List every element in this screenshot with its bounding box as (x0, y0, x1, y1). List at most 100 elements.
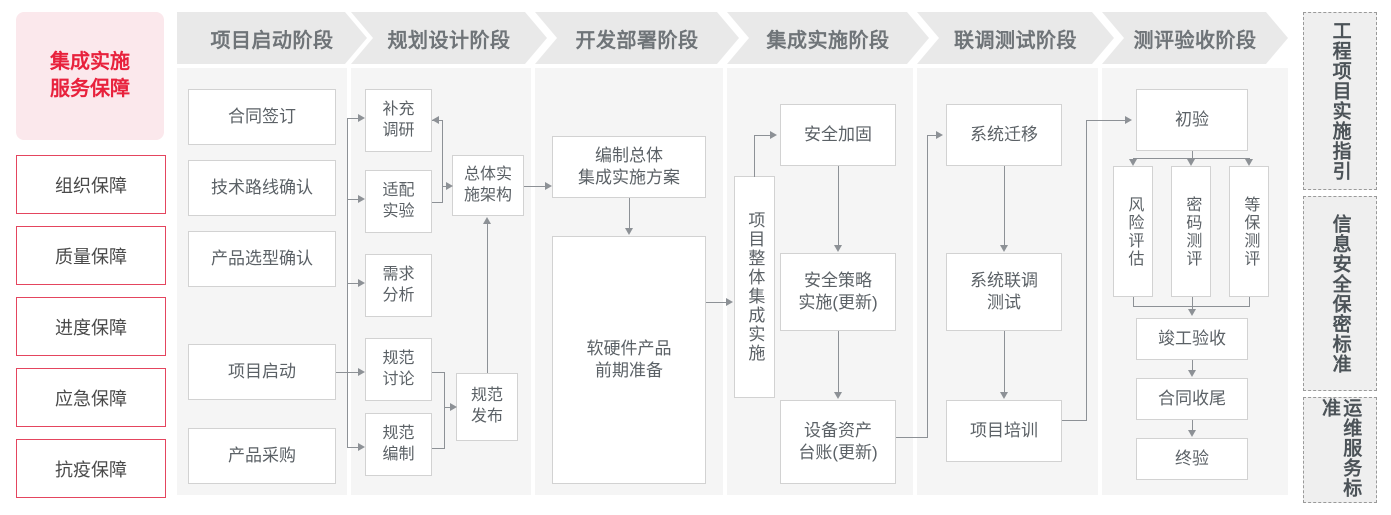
arrow-down-to-contract-closeout (1188, 370, 1196, 377)
arrow-to-security-hardening (770, 131, 777, 139)
phase-title: 集成实施阶段 (766, 29, 890, 52)
arrow-up-to-overall-architecture (483, 217, 491, 224)
connector-test-to-training (1004, 331, 1006, 393)
node-label: 编制总体集成实施方案 (578, 145, 680, 187)
node-label: 项目整体集成实施 (745, 211, 765, 363)
node-product-procurement[interactable]: 产品采购 (188, 428, 336, 484)
connector-integration-up (754, 135, 756, 177)
sidebar-item-label: 应急保障 (55, 388, 127, 409)
node-label: 软硬件产品前期准备 (586, 338, 672, 380)
phase-header-6[interactable]: 测评验收阶段 (1102, 12, 1288, 64)
node-equipment-asset-ledger-update[interactable]: 设备资产台账(更新) (780, 400, 896, 484)
node-label: 规范编制 (382, 424, 415, 463)
connector-crypto-down (1192, 297, 1194, 309)
node-contract-closeout[interactable]: 合同收尾 (1136, 378, 1248, 420)
standard-box-infosec-confidentiality[interactable]: 信息安全保密标准 (1303, 196, 1377, 391)
node-completion-acceptance[interactable]: 竣工验收 (1136, 318, 1248, 360)
arrow-to-spec-drafting (358, 443, 365, 451)
node-draft-overall-integration-plan[interactable]: 编制总体集成实施方案 (552, 136, 706, 198)
node-requirement-analysis[interactable]: 需求分析 (365, 254, 432, 317)
arrow-down-to-completion-acceptance (1188, 309, 1196, 316)
phase-header-5[interactable]: 联调测试阶段 (917, 12, 1114, 64)
node-security-policy-update[interactable]: 安全策略实施(更新) (780, 253, 896, 331)
node-label: 安全加固 (804, 124, 872, 144)
arrow-to-spec-release (450, 403, 457, 411)
node-label: 技术路线确认 (211, 177, 313, 197)
node-label: 密码测评 (1183, 195, 1201, 268)
node-project-kickoff[interactable]: 项目启动 (188, 344, 336, 400)
sidebar-item-emergency[interactable]: 应急保障 (16, 368, 166, 427)
node-crypto-evaluation[interactable]: 密码测评 (1171, 166, 1211, 297)
standard-box-engineering-guideline[interactable]: 工程项目实施指引 (1303, 12, 1377, 190)
node-product-selection-confirm[interactable]: 产品选型确认 (188, 231, 336, 287)
connector-to-system-migration (927, 135, 936, 137)
node-spec-discussion[interactable]: 规范讨论 (365, 338, 432, 401)
phase-header-3[interactable]: 开发部署阶段 (535, 12, 739, 64)
connector-trunk-branch-4 (347, 372, 358, 374)
connector-merge-vertical-2 (444, 372, 446, 449)
connector-completion-to-closeout (1192, 360, 1194, 371)
node-mlps-evaluation[interactable]: 等保测评 (1229, 166, 1269, 297)
connector-ledger-right (896, 437, 928, 439)
phase-header-1[interactable]: 项目启动阶段 (177, 12, 367, 64)
arrow-down-to-training (1000, 392, 1008, 399)
arrow-down-to-risk-assessment (1129, 159, 1137, 166)
node-label: 终验 (1175, 448, 1209, 468)
node-hw-sw-product-preparation[interactable]: 软硬件产品前期准备 (552, 236, 706, 484)
node-overall-project-integration[interactable]: 项目整体集成实施 (734, 176, 775, 398)
node-contract-signing[interactable]: 合同签订 (188, 89, 336, 145)
phase-title: 规划设计阶段 (387, 29, 511, 52)
sidebar-item-schedule[interactable]: 进度保障 (16, 297, 166, 356)
connector-fanout-bus (1133, 158, 1250, 160)
node-security-hardening[interactable]: 安全加固 (780, 104, 896, 166)
node-label: 系统联调测试 (970, 270, 1038, 312)
connector-migration-to-test (1004, 166, 1006, 246)
arrow-to-overall-integration (726, 298, 733, 306)
node-preliminary-acceptance[interactable]: 初验 (1136, 89, 1248, 151)
arrow-down-to-asset-ledger (834, 392, 842, 399)
connector-hardening-to-policy (838, 166, 840, 246)
node-adaptation-experiment[interactable]: 适配实验 (365, 170, 432, 233)
sidebar-item-label: 质量保障 (55, 246, 127, 267)
node-label: 等保测评 (1241, 195, 1259, 268)
node-supplementary-research[interactable]: 补充调研 (365, 89, 432, 152)
node-spec-drafting[interactable]: 规范编制 (365, 413, 432, 476)
node-label: 合同收尾 (1158, 388, 1226, 408)
connector-training-up (1086, 120, 1088, 421)
sidebar-item-label: 抗疫保障 (55, 459, 127, 480)
node-final-acceptance[interactable]: 终验 (1136, 438, 1248, 480)
sidebar-item-quality[interactable]: 质量保障 (16, 226, 166, 285)
standard-box-ops-service[interactable]: 运维服务标准 (1303, 397, 1377, 503)
sidebar-item-label: 进度保障 (55, 317, 127, 338)
connector-training-right (1062, 420, 1087, 422)
connector-kickoff-to-trunk (336, 372, 348, 374)
node-spec-release[interactable]: 规范发布 (456, 373, 518, 441)
arrow-down-to-preparation (625, 228, 633, 235)
node-label: 需求分析 (382, 265, 415, 304)
connector-integration-to-hardening (754, 135, 770, 137)
node-label: 规范讨论 (382, 349, 415, 388)
node-system-migration[interactable]: 系统迁移 (946, 104, 1062, 166)
connector-merge-to-release (444, 407, 451, 409)
standard-label: 运维服务标准 (1319, 398, 1362, 498)
phase-header-4[interactable]: 集成实施阶段 (727, 12, 929, 64)
connector-risk-down (1133, 297, 1135, 307)
sidebar-item-epidemic[interactable]: 抗疫保障 (16, 439, 166, 498)
node-system-joint-debug-test[interactable]: 系统联调测试 (946, 253, 1062, 331)
sidebar-item-organization[interactable]: 组织保障 (16, 155, 166, 214)
arrow-to-supplementary-research (358, 114, 365, 122)
connector-plan-to-prep (629, 198, 631, 229)
arrow-to-system-migration (936, 131, 943, 139)
node-project-training[interactable]: 项目培训 (946, 400, 1062, 462)
lead-badge-label: 集成实施服务保障 (50, 51, 130, 100)
phase-header-2[interactable]: 规划设计阶段 (351, 12, 547, 64)
node-label: 项目培训 (970, 420, 1038, 440)
node-overall-implementation-architecture[interactable]: 总体实施架构 (452, 155, 524, 216)
connector-acceptance-down (1192, 151, 1194, 159)
node-risk-assessment[interactable]: 风险评估 (1113, 166, 1153, 297)
node-label: 总体实施架构 (463, 165, 512, 204)
node-label: 竣工验收 (1158, 328, 1226, 348)
connector-closeout-to-final (1192, 420, 1194, 431)
node-tech-route-confirm[interactable]: 技术路线确认 (188, 160, 336, 216)
